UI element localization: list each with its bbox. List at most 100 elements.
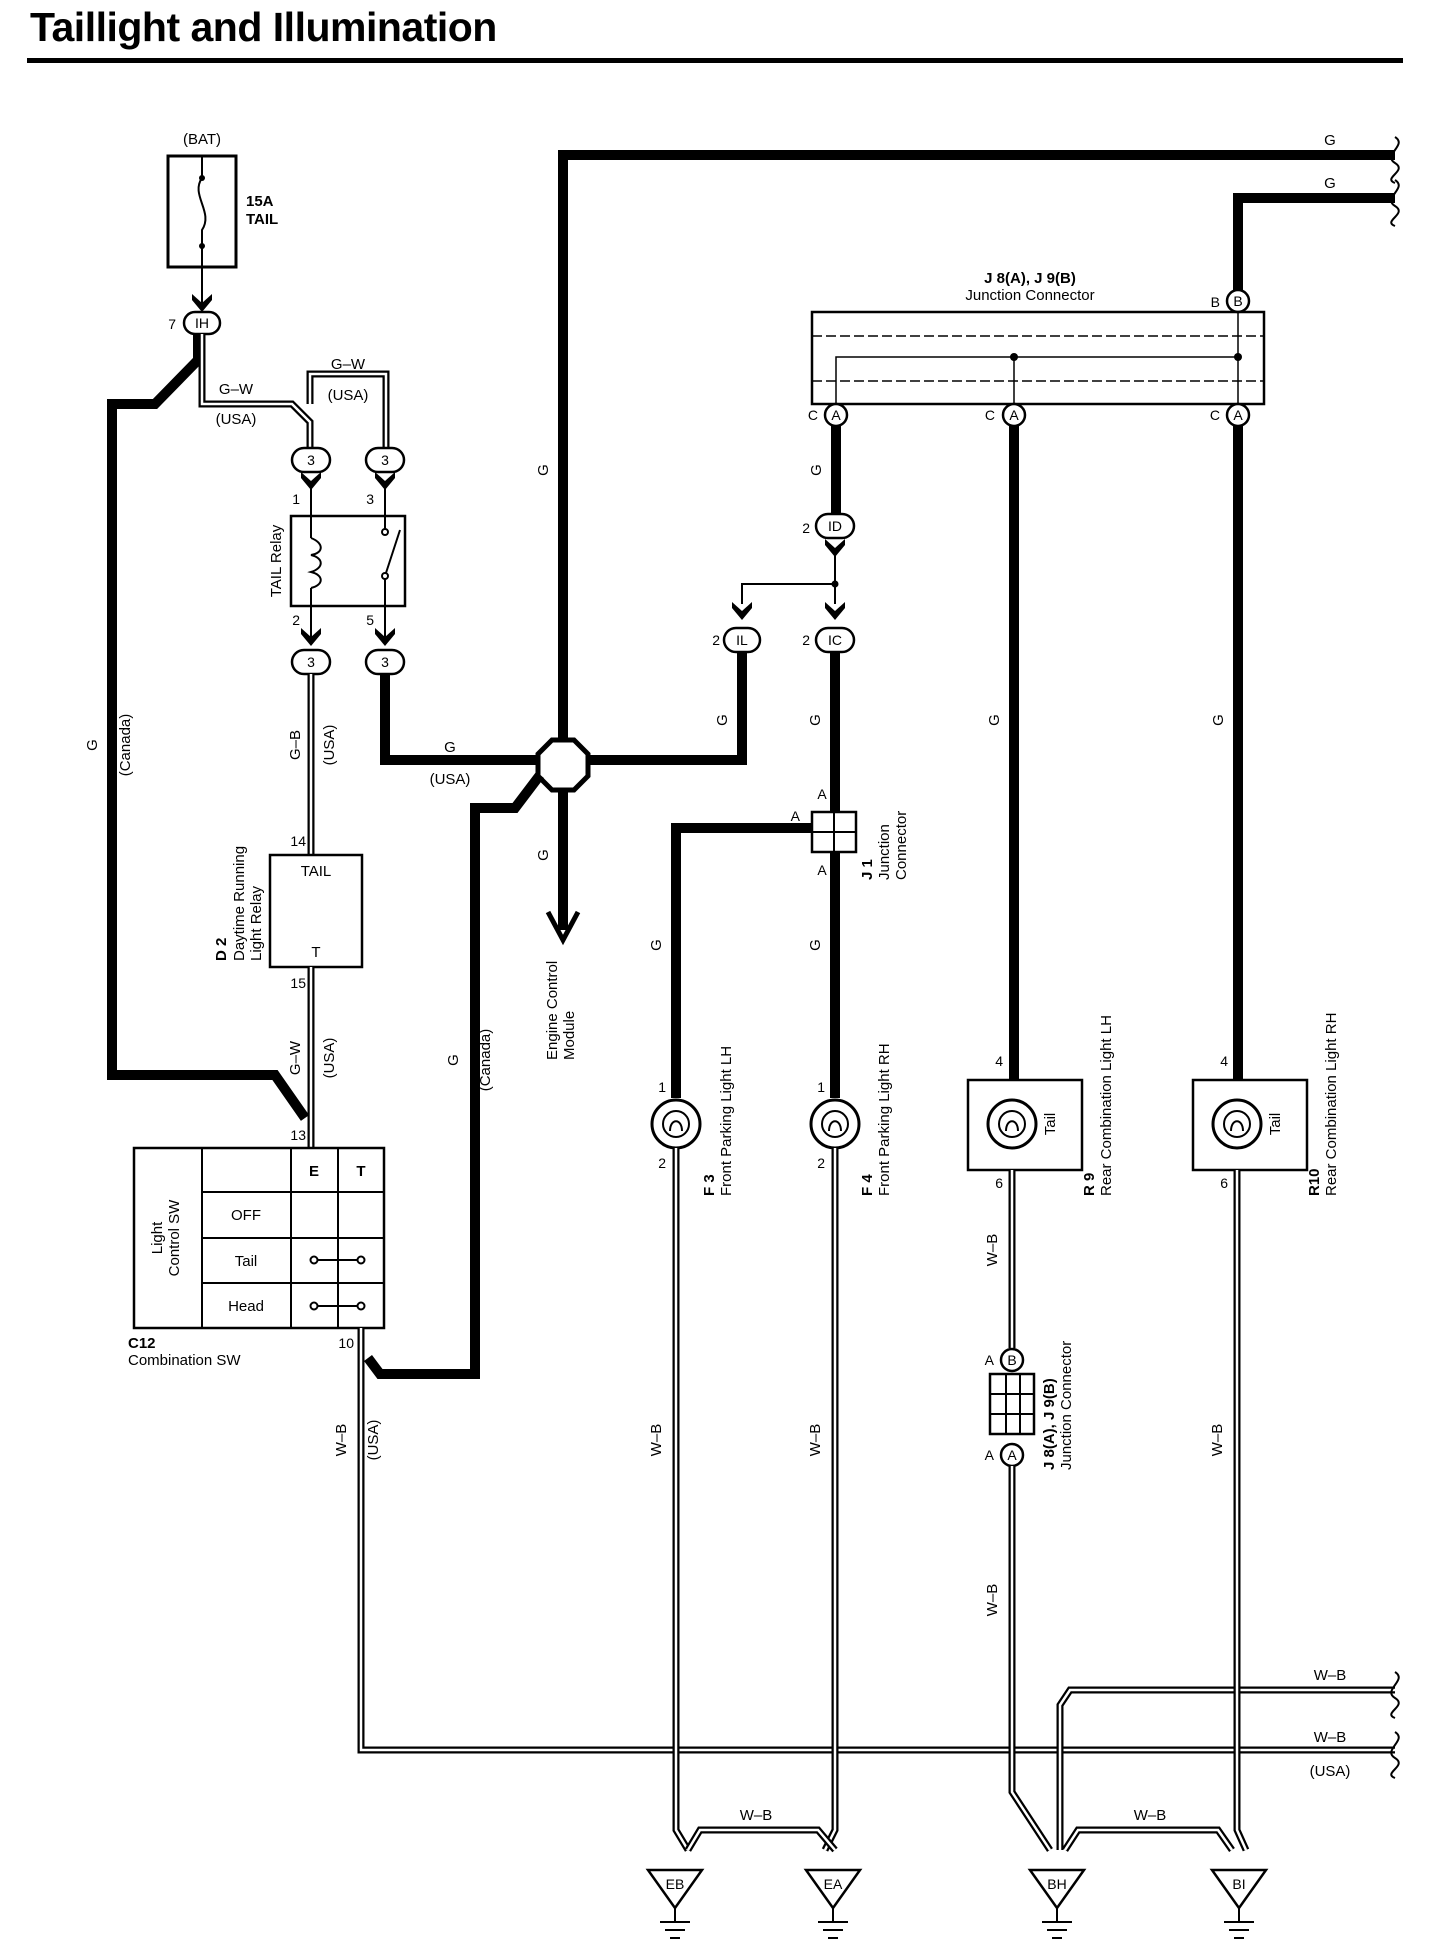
svg-text:G: G <box>445 1054 462 1066</box>
svg-text:A: A <box>985 1352 995 1368</box>
svg-text:10: 10 <box>338 1335 354 1351</box>
svg-text:F 3: F 3 <box>701 1174 718 1196</box>
wire-g-to-il <box>588 650 747 765</box>
svg-text:A: A <box>817 862 827 878</box>
svg-text:IH: IH <box>195 315 209 331</box>
svg-text:3: 3 <box>381 452 389 468</box>
svg-text:Front Parking Light LH: Front Parking Light LH <box>718 1046 735 1196</box>
svg-text:A: A <box>985 1447 995 1463</box>
svg-text:T: T <box>311 944 320 961</box>
svg-text:14: 14 <box>290 833 306 849</box>
connector-b-lower <box>999 1347 1025 1373</box>
svg-text:(USA): (USA) <box>365 1420 382 1461</box>
svg-text:(USA): (USA) <box>430 771 471 788</box>
svg-text:4: 4 <box>1220 1053 1228 1069</box>
svg-text:G: G <box>648 939 665 951</box>
sw-row-tail: Tail <box>235 1253 258 1270</box>
svg-text:C: C <box>985 407 995 423</box>
fuse-rating: 15A <box>246 193 274 210</box>
svg-text:Rear Combination Light RH: Rear Combination Light RH <box>1323 1013 1340 1196</box>
svg-text:G–W: G–W <box>287 1040 304 1075</box>
svg-text:Connector: Connector <box>893 811 910 880</box>
svg-text:G–W: G–W <box>219 381 254 398</box>
svg-text:Tail: Tail <box>1042 1113 1059 1136</box>
svg-text:Junction Connector: Junction Connector <box>1058 1341 1075 1470</box>
svg-text:2: 2 <box>802 632 810 648</box>
svg-text:G: G <box>444 739 456 756</box>
svg-text:R10: R10 <box>1306 1168 1323 1196</box>
svg-text:W–B: W–B <box>333 1424 350 1457</box>
svg-text:W–B: W–B <box>1209 1424 1226 1457</box>
wire-wb-f3 <box>672 1148 692 1852</box>
svg-text:C12: C12 <box>128 1335 156 1352</box>
svg-text:TAIL: TAIL <box>301 863 332 880</box>
tail-relay-label: TAIL Relay <box>268 524 285 597</box>
sw-col-e: E <box>309 1163 319 1180</box>
svg-text:15: 15 <box>290 975 306 991</box>
svg-text:1: 1 <box>292 491 300 507</box>
svg-text:EA: EA <box>824 1876 843 1892</box>
svg-text:3: 3 <box>307 452 315 468</box>
svg-text:1: 1 <box>817 1079 825 1095</box>
svg-text:B: B <box>1007 1352 1016 1368</box>
svg-text:D 2: D 2 <box>213 938 230 961</box>
svg-text:A: A <box>791 808 801 824</box>
connector-3-top-left <box>290 446 332 474</box>
svg-text:G: G <box>535 849 552 861</box>
svg-text:G: G <box>807 939 824 951</box>
svg-text:G: G <box>808 464 825 476</box>
wire-g-top-1 <box>558 150 1395 740</box>
svg-text:6: 6 <box>995 1175 1003 1191</box>
svg-text:3: 3 <box>366 491 374 507</box>
svg-text:W–B: W–B <box>740 1807 773 1824</box>
svg-text:6: 6 <box>1220 1175 1228 1191</box>
svg-text:W–B: W–B <box>1314 1729 1347 1746</box>
wire-g-canada-c12 <box>364 771 544 1379</box>
svg-text:Engine Control: Engine Control <box>544 961 561 1060</box>
ground-ea: EA <box>803 1868 863 1939</box>
svg-text:IL: IL <box>736 632 748 648</box>
svg-text:2: 2 <box>817 1155 825 1171</box>
svg-text:G: G <box>986 714 1003 726</box>
svg-text:Module: Module <box>561 1011 578 1060</box>
svg-text:3: 3 <box>307 654 315 670</box>
svg-text:Front Parking Light RH: Front Parking Light RH <box>876 1043 893 1196</box>
svg-text:(USA): (USA) <box>216 411 257 428</box>
svg-text:Control SW: Control SW <box>166 1199 183 1277</box>
svg-text:A: A <box>1233 407 1243 423</box>
svg-text:EB: EB <box>666 1876 685 1892</box>
svg-text:(Canada): (Canada) <box>477 1029 494 1092</box>
svg-text:F 4: F 4 <box>859 1174 876 1196</box>
wire-wb-f4 <box>821 1148 839 1852</box>
svg-text:13: 13 <box>290 1127 306 1143</box>
svg-text:(USA): (USA) <box>328 387 369 404</box>
splice-point <box>535 737 591 793</box>
svg-text:R 9: R 9 <box>1081 1173 1098 1196</box>
page-title: Taillight and Illumination <box>30 4 497 50</box>
svg-text:W–B: W–B <box>984 1234 1001 1267</box>
svg-text:2: 2 <box>658 1155 666 1171</box>
ground-bh: BH <box>1027 1868 1087 1939</box>
front-parking-light-rh <box>809 1098 861 1150</box>
svg-text:W–B: W–B <box>807 1424 824 1457</box>
svg-text:G: G <box>1324 175 1336 192</box>
svg-text:W–B: W–B <box>1314 1667 1347 1684</box>
svg-text:1: 1 <box>658 1079 666 1095</box>
svg-text:(USA): (USA) <box>321 1038 338 1079</box>
svg-text:G: G <box>1324 132 1336 149</box>
svg-text:W–B: W–B <box>1134 1807 1167 1824</box>
svg-text:G–B: G–B <box>287 730 304 760</box>
svg-text:W–B: W–B <box>984 1584 1001 1617</box>
svg-text:G: G <box>1210 714 1227 726</box>
svg-text:IC: IC <box>828 632 842 648</box>
svg-text:C: C <box>808 407 818 423</box>
svg-text:3: 3 <box>381 654 389 670</box>
svg-text:7: 7 <box>168 316 176 332</box>
svg-text:J 8(A), J 9(B): J 8(A), J 9(B) <box>1041 1378 1058 1470</box>
wire-g-usa-relay <box>380 674 540 765</box>
svg-text:Rear Combination Light LH: Rear Combination Light LH <box>1098 1015 1115 1196</box>
junction-connector-j8j9 <box>810 310 1266 406</box>
svg-text:ID: ID <box>828 518 842 534</box>
connector-3-top-right <box>364 446 406 474</box>
